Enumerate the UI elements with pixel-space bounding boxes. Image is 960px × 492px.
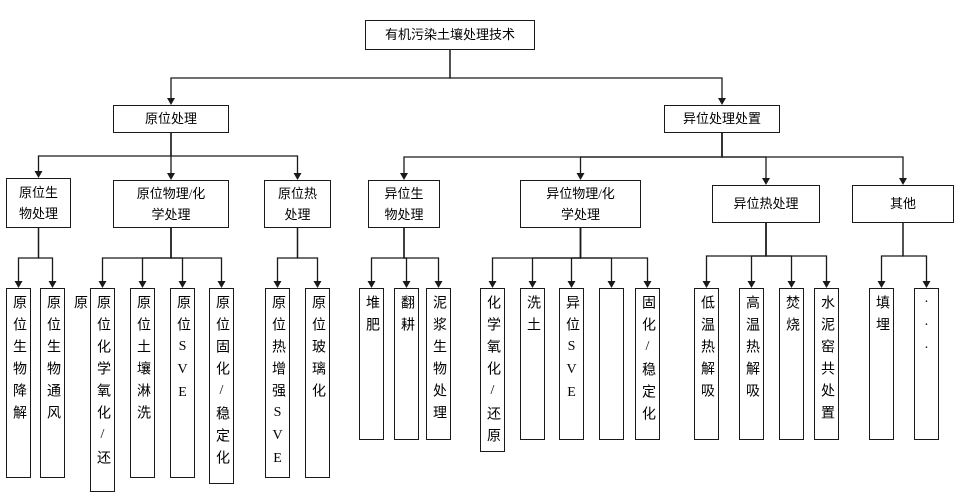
leaf-slurry-bio-treatment: 泥浆生物处理 (426, 288, 451, 440)
leaf-in-situ-vitrification: 原位玻璃化 (305, 288, 330, 478)
leaf-ellipsis: ··· (914, 288, 939, 440)
leaf-incineration: 焚烧 (779, 288, 804, 440)
node-ex-situ-treatment: 异位处理处置 (664, 105, 780, 133)
node-ex-situ-bio-treatment: 异位生 物处理 (368, 180, 440, 228)
leaf-in-situ-sve: 原位SVE (170, 288, 195, 478)
node-in-situ-bio-treatment: 原位生 物处理 (6, 178, 71, 228)
leaf-in-situ-thermal-enhanced-sve: 原位热增强SVE (265, 288, 290, 478)
leaf-landfill: 填埋 (869, 288, 894, 440)
node-in-situ-thermal-treatment: 原位热 处理 (264, 180, 331, 228)
leaf-in-situ-biodegradation: 原位生物降解 (6, 288, 31, 478)
leaf-in-situ-bioventing: 原位生物通风 (40, 288, 65, 478)
node-ex-situ-phys-chem-treatment: 异位物理/化 学处理 (520, 180, 641, 228)
leaf-chemical-oxidation-reduction: 化学氧化/还原 (480, 288, 505, 452)
node-other: 其他 (852, 185, 954, 223)
node-in-situ-phys-chem-treatment: 原位物理/化 学处理 (113, 180, 229, 228)
leaf-cement-kiln-codisposal: 水泥窑共处置 (814, 288, 839, 440)
leaf-composting: 堆肥 (359, 288, 384, 440)
leaf-ex-situ-sve: 异位SVE (559, 288, 584, 440)
leaf-land-farming: 翻耕 (394, 288, 419, 440)
leaf-in-situ-soil-flushing: 原位土壤淋洗 (130, 288, 155, 478)
node-root-title: 有机污染土壤处理技术 (365, 20, 535, 50)
leaf-low-temp-thermal-desorption: 低温热解吸 (694, 288, 719, 440)
leaf-solidification-stabilization: 固化/稳定化 (635, 288, 660, 440)
node-in-situ-treatment: 原位处理 (113, 105, 229, 133)
leaf-soil-washing: 洗土 (520, 288, 545, 440)
leaf-high-temp-thermal-desorption: 高温热解吸 (739, 288, 764, 440)
leaf-in-situ-chemical-oxidation-reduction: 原位化学氧化/还原 (72, 288, 115, 492)
leaf-solvent-extraction (599, 288, 624, 440)
node-ex-situ-thermal-treatment: 异位热处理 (712, 185, 820, 223)
leaf-in-situ-solidification-stabilization: 原位固化/稳定化 (209, 288, 234, 484)
